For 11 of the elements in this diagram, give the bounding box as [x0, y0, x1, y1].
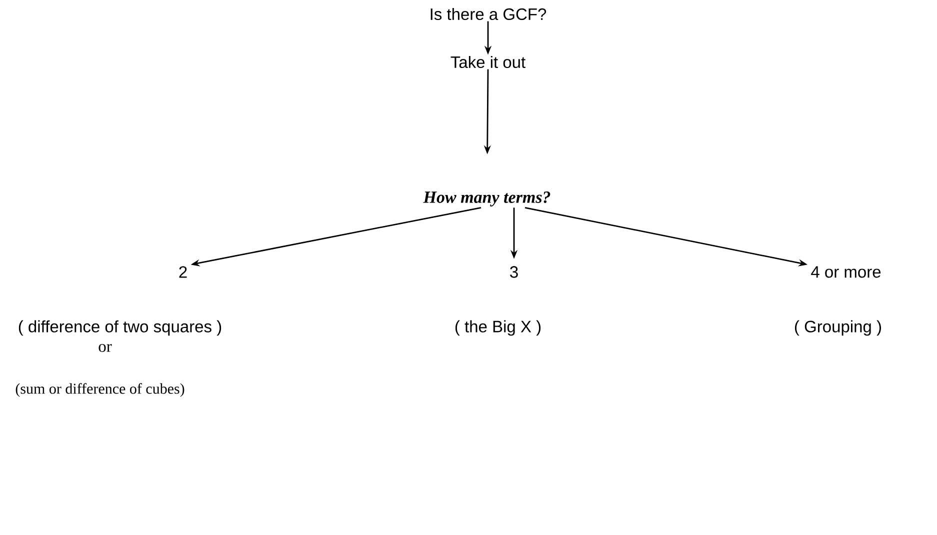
note-text: ( the Big X ) [455, 320, 541, 336]
note-text: (sum or difference of cubes) [16, 383, 184, 397]
step-text: 3 [510, 266, 518, 278]
step-text: 2 [179, 266, 187, 278]
step-text: 4 or more [811, 266, 881, 278]
question-text: How many terms? [423, 192, 550, 206]
step-text: Take it out [450, 56, 526, 68]
step-text: Is there a GCF? [430, 8, 546, 20]
note-text: or [98, 344, 112, 352]
note-text: ( Grouping ) [795, 320, 881, 336]
note-text: ( difference of two squares ) [18, 320, 222, 336]
